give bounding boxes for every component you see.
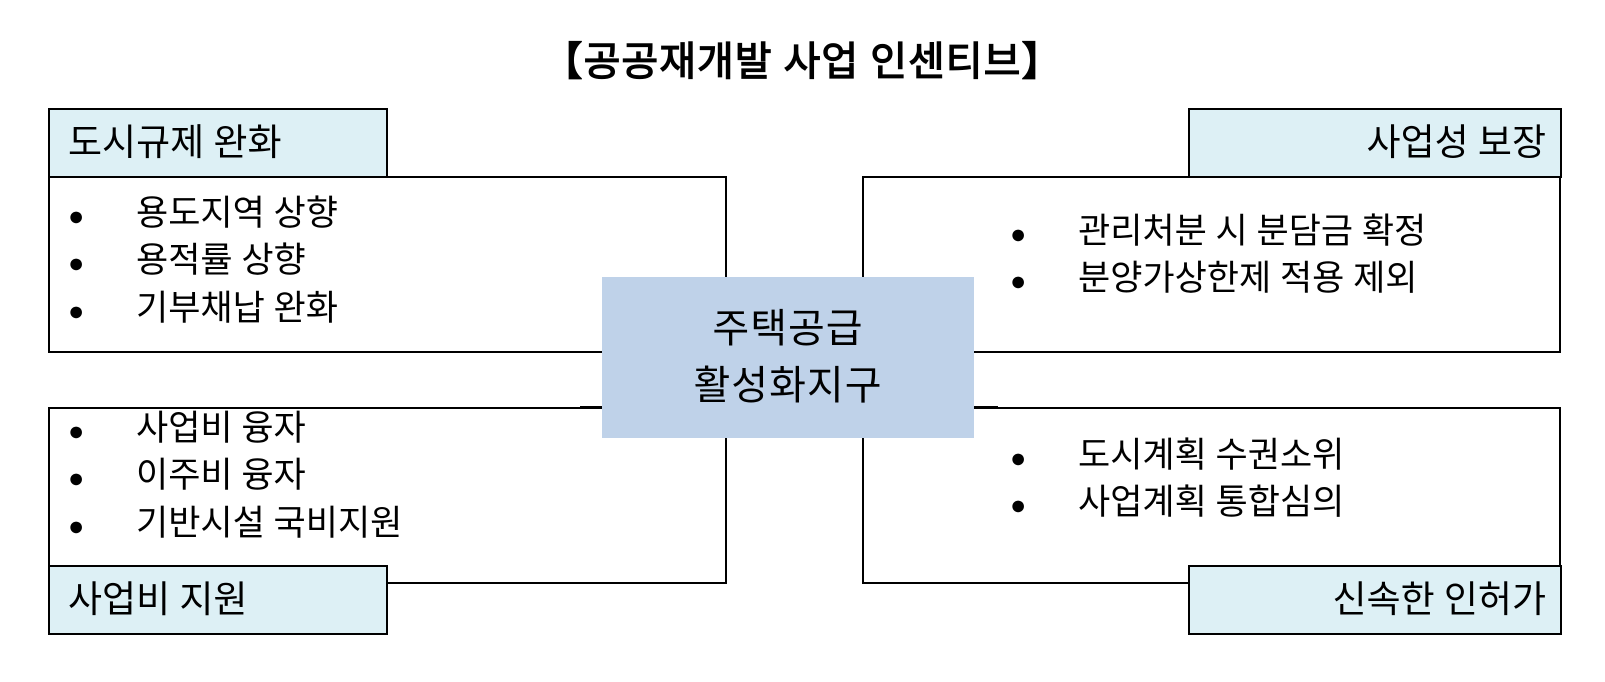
header-bottom-right-label: 신속한 인허가	[1332, 579, 1547, 621]
list-item: ● 기부채납 완화	[68, 285, 338, 332]
header-bottom-left: 사업비 지원	[48, 565, 388, 635]
list-item: ● 사업계획 통합심의	[1010, 479, 1344, 526]
list-item: ● 도시계획 수권소위	[1010, 432, 1344, 479]
bullet-icon: ●	[1010, 443, 1027, 473]
list-item: ● 용도지역 상향	[68, 190, 338, 237]
bullet-icon: ●	[1010, 219, 1027, 249]
list-item: ● 관리처분 시 분담금 확정	[1010, 208, 1426, 255]
bullet-list-bottom-left: ● 사업비 융자 ● 이주비 융자 ● 기반시설 국비지원	[68, 405, 402, 547]
list-item-label: 기반시설 국비지원	[136, 503, 403, 543]
bullet-icon: ●	[1010, 490, 1027, 521]
connector-center-to-top-left	[580, 351, 620, 353]
header-bottom-right: 신속한 인허가	[1188, 565, 1562, 635]
connector-center-to-bottom-left	[580, 406, 620, 408]
connector-center-to-top-right	[958, 351, 998, 353]
bullet-list-top-right: ● 관리처분 시 분담금 확정 ● 분양가상한제 적용 제외	[1010, 208, 1426, 303]
list-item-label: 분양가상한제 적용 제외	[1078, 259, 1418, 299]
bullet-icon: ●	[68, 463, 85, 494]
list-item: ● 용적률 상향	[68, 237, 338, 284]
center-node: 주택공급 활성화지구	[602, 277, 974, 438]
center-node-line-2: 활성화지구	[693, 362, 883, 408]
bullet-icon: ●	[68, 201, 85, 231]
list-item: ● 사업비 융자	[68, 405, 402, 452]
list-item-label: 용적률 상향	[136, 241, 306, 281]
list-item-label: 관리처분 시 분담금 확정	[1078, 212, 1427, 251]
list-item: ● 분양가상한제 적용 제외	[1010, 255, 1426, 302]
list-item: ● 기반시설 국비지원	[68, 500, 402, 547]
bullet-icon: ●	[68, 510, 85, 541]
header-top-right-label: 사업성 보장	[1366, 122, 1546, 164]
list-item-label: 사업비 융자	[136, 409, 306, 448]
panel-top-right	[862, 176, 1561, 353]
panel-bottom-right	[862, 407, 1561, 584]
header-top-right: 사업성 보장	[1188, 108, 1562, 178]
header-bottom-left-label: 사업비 지원	[68, 579, 248, 621]
bullet-icon: ●	[68, 416, 85, 446]
list-item-label: 기부채납 완화	[136, 288, 338, 328]
bullet-icon: ●	[68, 248, 85, 279]
connector-center-to-bottom-right	[958, 406, 998, 408]
diagram-title: 【공공재개발 사업 인센티브】	[542, 39, 1063, 84]
bullet-list-top-left: ● 용도지역 상향 ● 용적률 상향 ● 기부채납 완화	[68, 190, 338, 332]
header-top-left-label: 도시규제 완화	[68, 122, 282, 164]
center-node-line-1: 주택공급	[712, 305, 864, 351]
bullet-icon: ●	[1010, 266, 1027, 297]
bullet-icon: ●	[68, 295, 85, 326]
bullet-list-bottom-right: ● 도시계획 수권소위 ● 사업계획 통합심의	[1010, 432, 1344, 527]
list-item-label: 용도지역 상향	[136, 194, 338, 233]
list-item: ● 이주비 융자	[68, 452, 402, 499]
header-top-left: 도시규제 완화	[48, 108, 388, 178]
list-item-label: 이주비 융자	[136, 456, 306, 496]
list-item-label: 사업계획 통합심의	[1078, 483, 1345, 523]
list-item-label: 도시계획 수권소위	[1078, 436, 1345, 475]
